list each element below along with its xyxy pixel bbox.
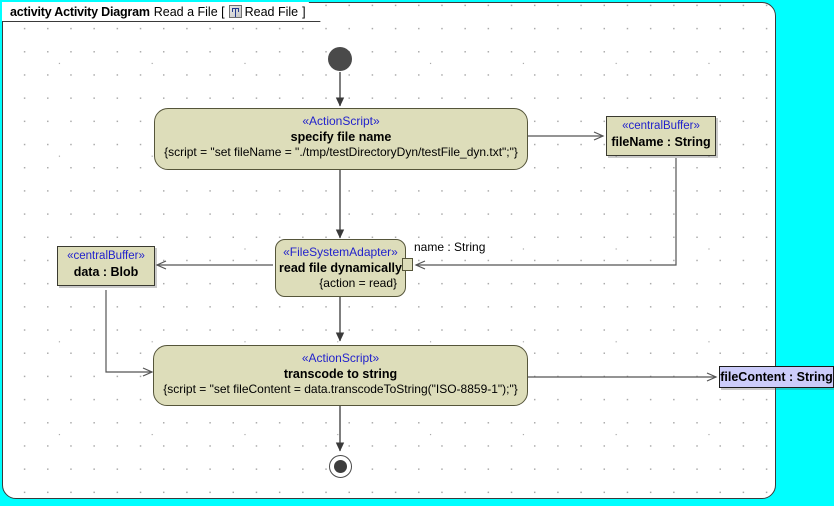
parameter-title: fileContent : String	[720, 370, 833, 384]
input-pin-label: name : String	[414, 240, 486, 254]
diagram-name-close-bracket: ]	[302, 4, 306, 19]
stereotype-label: «centralBuffer»	[622, 120, 700, 132]
buffer-title: fileName : String	[611, 135, 711, 149]
action-title: transcode to string	[283, 367, 398, 381]
action-transcode-to-string[interactable]: «ActionScript» transcode to string {scri…	[153, 345, 528, 406]
central-buffer-filename[interactable]: «centralBuffer» fileName : String	[606, 116, 716, 156]
stereotype-label: «ActionScript»	[302, 114, 380, 128]
initial-node[interactable]	[328, 47, 352, 71]
action-constraint: {script = "set fileName = "./tmp/testDir…	[164, 145, 518, 159]
buffer-title: data : Blob	[73, 265, 139, 279]
diagram-kind-label: activity Activity Diagram	[10, 4, 150, 19]
diagram-icon-label: Read File	[244, 4, 299, 19]
activity-final-node-inner	[334, 460, 347, 473]
action-constraint: {action = read}	[319, 276, 397, 290]
action-specify-file-name[interactable]: «ActionScript» specify file name {script…	[154, 108, 528, 170]
stereotype-label: «ActionScript»	[301, 351, 380, 365]
input-pin-name[interactable]	[402, 258, 413, 271]
action-title: read file dynamically	[279, 261, 402, 275]
action-title: specify file name	[290, 130, 392, 144]
action-constraint: {script = "set fileContent = data.transc…	[163, 382, 518, 396]
activity-parameter-filecontent[interactable]: fileContent : String	[719, 366, 834, 388]
action-read-file-dynamically[interactable]: «FileSystemAdapter» read file dynamicall…	[275, 239, 406, 297]
stereotype-label: «centralBuffer»	[67, 250, 145, 262]
stereotype-label: «FileSystemAdapter»	[283, 245, 398, 259]
central-buffer-data[interactable]: «centralBuffer» data : Blob	[57, 246, 155, 286]
activity-diagram-icon	[229, 5, 242, 18]
diagram-name-label: Read a File [	[153, 4, 225, 19]
diagram-frame-header: activity Activity Diagram Read a File [ …	[2, 2, 321, 22]
